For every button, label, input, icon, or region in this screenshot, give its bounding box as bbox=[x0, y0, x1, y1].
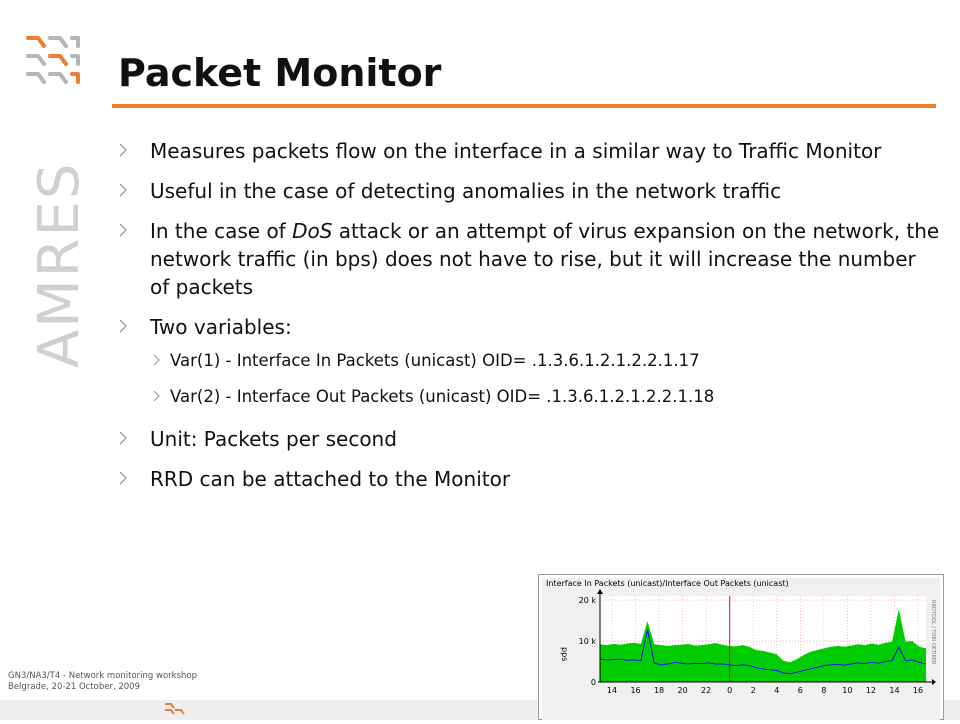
svg-text:AMRES: AMRES bbox=[28, 162, 88, 368]
bullet-item: Unit: Packets per second bbox=[110, 425, 940, 453]
x-tick-label: 18 bbox=[654, 686, 664, 695]
x-tick-label: 10 bbox=[842, 686, 852, 695]
x-tick-label: 12 bbox=[866, 686, 876, 695]
bullet-item: In the case of DoS attack or an attempt … bbox=[110, 217, 940, 301]
footer: GN3/NA3/T4 - Network monitoring workshop… bbox=[8, 671, 197, 693]
chart-title: Interface In Packets (unicast)/Interface… bbox=[546, 579, 789, 588]
series-out-line bbox=[599, 629, 927, 675]
sub-bullet-item: Var(2) - Interface Out Packets (unicast)… bbox=[110, 385, 940, 409]
brand-vertical-text: AMRES bbox=[28, 162, 88, 368]
chart-ylabel: pps bbox=[560, 647, 569, 661]
bullet-text: RRD can be attached to the Monitor bbox=[150, 467, 511, 491]
y-tick-label: 10 k bbox=[579, 637, 597, 646]
y-axis-arrow bbox=[597, 589, 603, 594]
x-tick-label: 0 bbox=[727, 686, 732, 695]
packet-chart: Interface In Packets (unicast)/Interface… bbox=[538, 574, 944, 720]
slide-title: Packet Monitor bbox=[118, 51, 442, 95]
sub-bullet-item: Var(1) - Interface In Packets (unicast) … bbox=[110, 349, 940, 373]
footer-logo-icon bbox=[165, 703, 185, 715]
bullet-text: Useful in the case of detecting anomalie… bbox=[150, 179, 782, 203]
x-tick-label: 14 bbox=[607, 686, 617, 695]
packet-chart-svg: Interface In Packets (unicast)/Interface… bbox=[538, 574, 944, 720]
arrow-bullet-icon bbox=[153, 390, 160, 402]
title-underline bbox=[112, 104, 936, 108]
bullet-text-italic: DoS bbox=[292, 219, 333, 243]
bullet-item: Useful in the case of detecting anomalie… bbox=[110, 177, 940, 205]
bullet-item: Measures packets flow on the interface i… bbox=[110, 137, 940, 165]
x-tick-label: 16 bbox=[913, 686, 923, 695]
footer-line: Belgrade, 20-21 October, 2009 bbox=[8, 682, 141, 692]
arrow-bullet-icon bbox=[119, 143, 127, 157]
bullet-item: Two variables: bbox=[110, 313, 940, 341]
x-tick-label: 2 bbox=[751, 686, 756, 695]
chart-side-label: RRDTOOL / TOBI OETIKER bbox=[930, 600, 936, 665]
y-tick-label: 20 k bbox=[579, 596, 597, 605]
x-tick-label: 22 bbox=[701, 686, 711, 695]
bullet-text: Measures packets flow on the interface i… bbox=[150, 139, 882, 163]
bullet-text-part: In the case of bbox=[150, 219, 293, 243]
arrow-bullet-icon bbox=[119, 183, 127, 197]
x-tick-label: 16 bbox=[630, 686, 640, 695]
y-tick-label: 0 bbox=[591, 678, 596, 687]
arrow-bullet-icon bbox=[153, 354, 160, 366]
x-tick-label: 4 bbox=[774, 686, 779, 695]
arrow-bullet-icon bbox=[119, 223, 127, 237]
sub-bullet-text: Var(2) - Interface Out Packets (unicast)… bbox=[170, 387, 715, 406]
x-tick-label: 14 bbox=[889, 686, 899, 695]
bullet-text-part: attack or an attempt of virus expansion … bbox=[150, 219, 940, 299]
bullet-list: Measures packets flow on the interface i… bbox=[110, 137, 940, 505]
x-tick-label: 20 bbox=[678, 686, 688, 695]
series-in-area bbox=[600, 609, 926, 682]
bullet-item: RRD can be attached to the Monitor bbox=[110, 465, 940, 493]
amres-logo-icon bbox=[26, 36, 80, 84]
x-tick-label: 6 bbox=[798, 686, 803, 695]
sub-bullet-text: Var(1) - Interface In Packets (unicast) … bbox=[170, 351, 700, 370]
bullet-text: Two variables: bbox=[150, 315, 292, 339]
arrow-bullet-icon bbox=[119, 431, 127, 445]
bullet-text: Unit: Packets per second bbox=[150, 427, 397, 451]
x-axis-arrow bbox=[932, 679, 936, 685]
footer-line: GN3/NA3/T4 - Network monitoring workshop bbox=[8, 671, 198, 681]
arrow-bullet-icon bbox=[119, 471, 127, 485]
arrow-bullet-icon bbox=[119, 319, 127, 333]
x-tick-label: 8 bbox=[821, 686, 826, 695]
